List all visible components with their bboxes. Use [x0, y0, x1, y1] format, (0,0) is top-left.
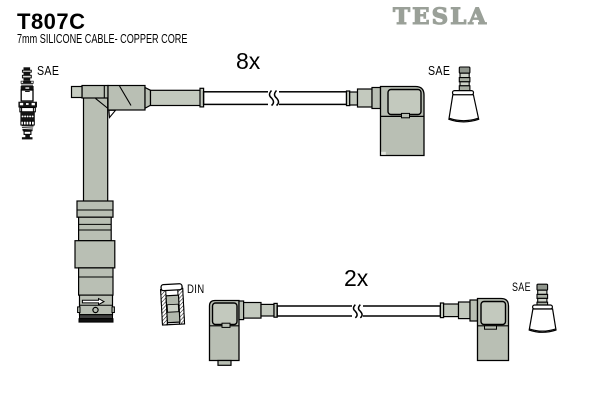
cable-top-right-boot	[345, 85, 425, 157]
din-connector-icon	[160, 283, 186, 326]
ignition-cable-bottom	[160, 283, 510, 366]
sparkplug-standard-label: SAE	[37, 64, 60, 78]
sae-terminal-bottom-icon	[528, 283, 557, 333]
cable-bottom-lead	[276, 303, 442, 319]
sae-terminal-top-icon	[448, 66, 480, 123]
cable-bottom-quantity: 2x	[344, 264, 369, 291]
cable-bottom-left-boot	[208, 299, 278, 366]
spark-plug-icon	[18, 67, 37, 140]
brand-logo: TESLA	[392, 3, 489, 30]
bottom-terminal-standard-label: SAE	[512, 282, 531, 294]
cable-bottom-right-boot	[439, 297, 510, 362]
cable-top-left-boot	[70, 84, 205, 323]
part-number: T807C	[17, 9, 86, 34]
cable-top-lead	[202, 89, 348, 107]
top-terminal-standard-label: SAE	[427, 64, 450, 78]
ignition-cable-top	[70, 84, 425, 323]
cable-top-quantity: 8x	[236, 47, 261, 74]
cable-spec-subtitle: 7mm SILICONE CABLE- COPPER CORE	[17, 30, 188, 46]
bottom-connector-standard-label: DIN	[187, 281, 205, 296]
